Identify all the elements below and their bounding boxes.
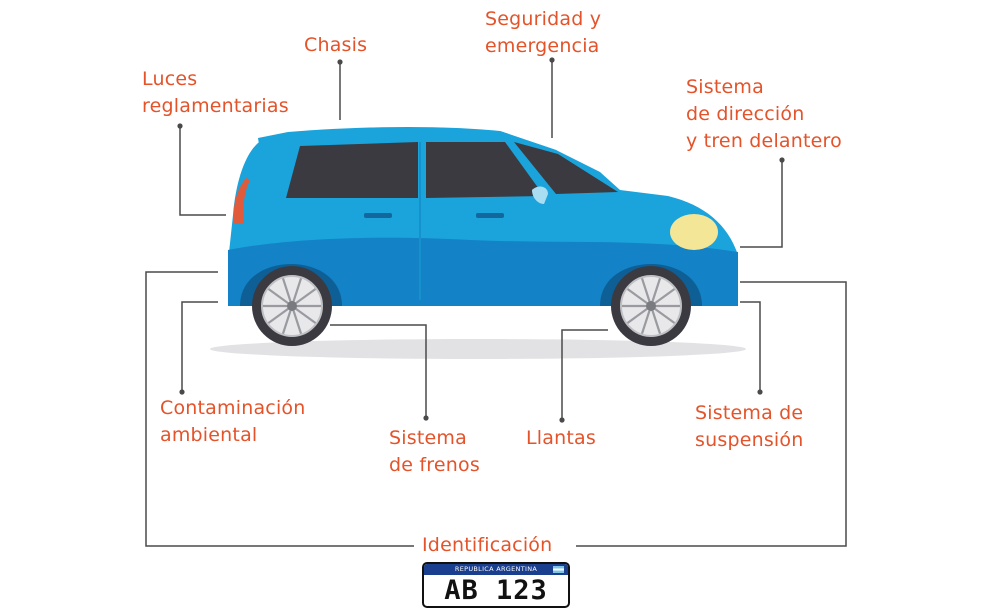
label-frenos-line1: Sistema (389, 427, 467, 449)
dot-luces (177, 123, 183, 129)
dot-direccion (779, 157, 785, 163)
license-plate: REPUBLICA ARGENTINA AB 123 CD (422, 562, 570, 608)
rear-window (286, 142, 418, 198)
label-seguridad-line1: Seguridad y (485, 8, 602, 30)
dot-seguridad (549, 57, 555, 63)
label-contaminacion-ambiental: Contaminación ambiental (160, 395, 306, 449)
plate-header: REPUBLICA ARGENTINA (424, 564, 568, 575)
rear-light (233, 178, 250, 224)
label-luces-reglamentarias: Luces reglamentarias (142, 66, 289, 120)
label-luces-line1: Luces (142, 68, 198, 90)
headlight (670, 214, 718, 250)
dot-llantas (559, 417, 565, 423)
label-sistema-suspension: Sistema de suspensión (695, 400, 803, 454)
leader-suspension (740, 301, 761, 392)
rear-wheel (252, 266, 332, 346)
label-sistema-direccion: Sistema de dirección y tren delantero (686, 74, 842, 155)
front-wheel (611, 266, 691, 346)
dot-chasis (337, 59, 343, 65)
leader-luces (179, 126, 226, 216)
label-contaminacion-line2: ambiental (160, 424, 258, 446)
label-frenos-line2: de frenos (389, 454, 480, 476)
leader-direccion (740, 160, 783, 248)
leader-identificacion-left (145, 271, 414, 547)
leader-contaminacion (181, 301, 218, 392)
dot-suspension (757, 389, 763, 395)
label-seguridad-line2: emergencia (485, 35, 600, 57)
label-suspension-line1: Sistema de (695, 402, 804, 424)
leader-frenos (330, 324, 427, 418)
label-suspension-line2: suspensión (695, 429, 804, 451)
leader-lines (145, 60, 847, 547)
door-handle-front (476, 213, 504, 218)
plate-number: AB 123 CD (444, 575, 548, 606)
label-luces-line2: reglamentarias (142, 95, 289, 117)
plate-header-text: REPUBLICA ARGENTINA (454, 565, 538, 573)
door-handle-rear (364, 213, 392, 218)
label-direccion-line2: de dirección (686, 103, 805, 125)
rear-wheel-hub (287, 301, 297, 311)
car-shadow (210, 339, 746, 359)
dot-frenos (423, 415, 429, 421)
car-illustration (228, 126, 738, 306)
leader-llantas (561, 329, 608, 420)
label-chasis: Chasis (304, 34, 368, 56)
label-identificacion: Identificación (422, 534, 553, 556)
label-direccion-line3: y tren delantero (686, 130, 842, 152)
windshield (514, 142, 618, 194)
label-sistema-frenos: Sistema de frenos (389, 425, 480, 479)
front-wheel-hub (646, 301, 656, 311)
rear-wheel-rim-edge (261, 275, 323, 337)
label-llantas: Llantas (526, 427, 596, 449)
label-contaminacion-line1: Contaminación (160, 397, 306, 419)
argentina-flag-icon (553, 566, 564, 573)
label-direccion-line1: Sistema (686, 76, 764, 98)
label-seguridad-emergencia: Seguridad y emergencia (485, 6, 601, 60)
wheels (252, 266, 691, 346)
front-wheel-rim-edge (620, 275, 682, 337)
dot-contaminacion (179, 389, 185, 395)
side-mirror (532, 186, 548, 204)
leader-identificacion-right (576, 281, 847, 547)
front-window (426, 142, 544, 198)
leader-dots (177, 57, 785, 423)
